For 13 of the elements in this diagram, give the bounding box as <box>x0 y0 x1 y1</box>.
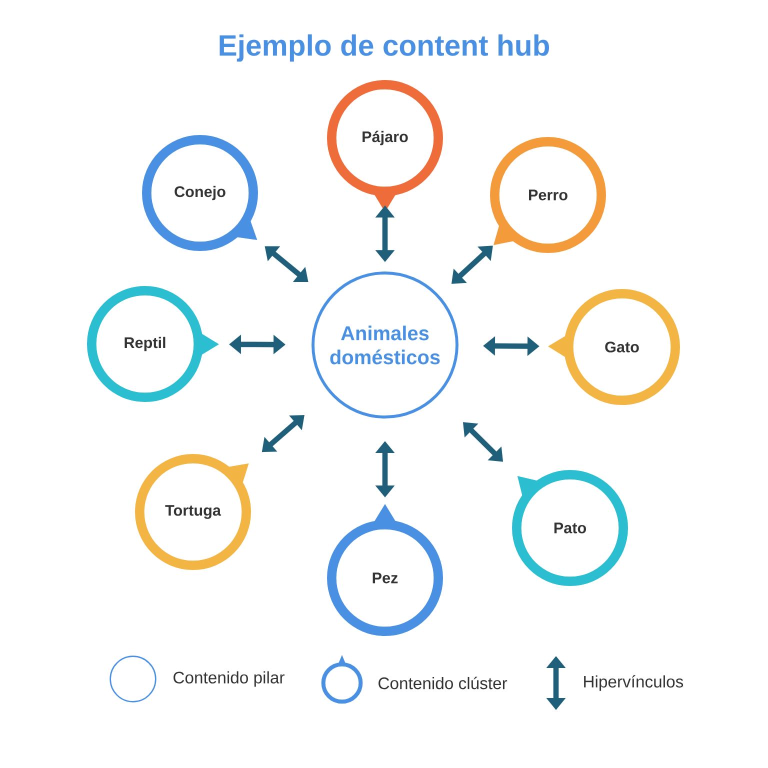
cluster-bubble: Pato <box>512 470 628 586</box>
cluster-bubble: Perro <box>490 137 606 253</box>
cluster-bubble: Tortuga <box>135 454 251 570</box>
cluster-bubble: Conejo <box>142 135 258 251</box>
cluster-bubble: Pez <box>327 504 443 636</box>
cluster-bubble: Gato <box>548 289 680 405</box>
legend-label: Contenido clúster <box>378 676 508 690</box>
cluster-bubble: Reptil <box>87 286 219 402</box>
node-label: Gato <box>605 342 639 352</box>
legend-label: Contenido pilar <box>174 671 284 687</box>
legend-label: Hipervínculos <box>584 675 684 691</box>
title: Ejemplo de content hub <box>220 34 550 62</box>
cluster-bubble: Pájaro <box>327 80 443 212</box>
